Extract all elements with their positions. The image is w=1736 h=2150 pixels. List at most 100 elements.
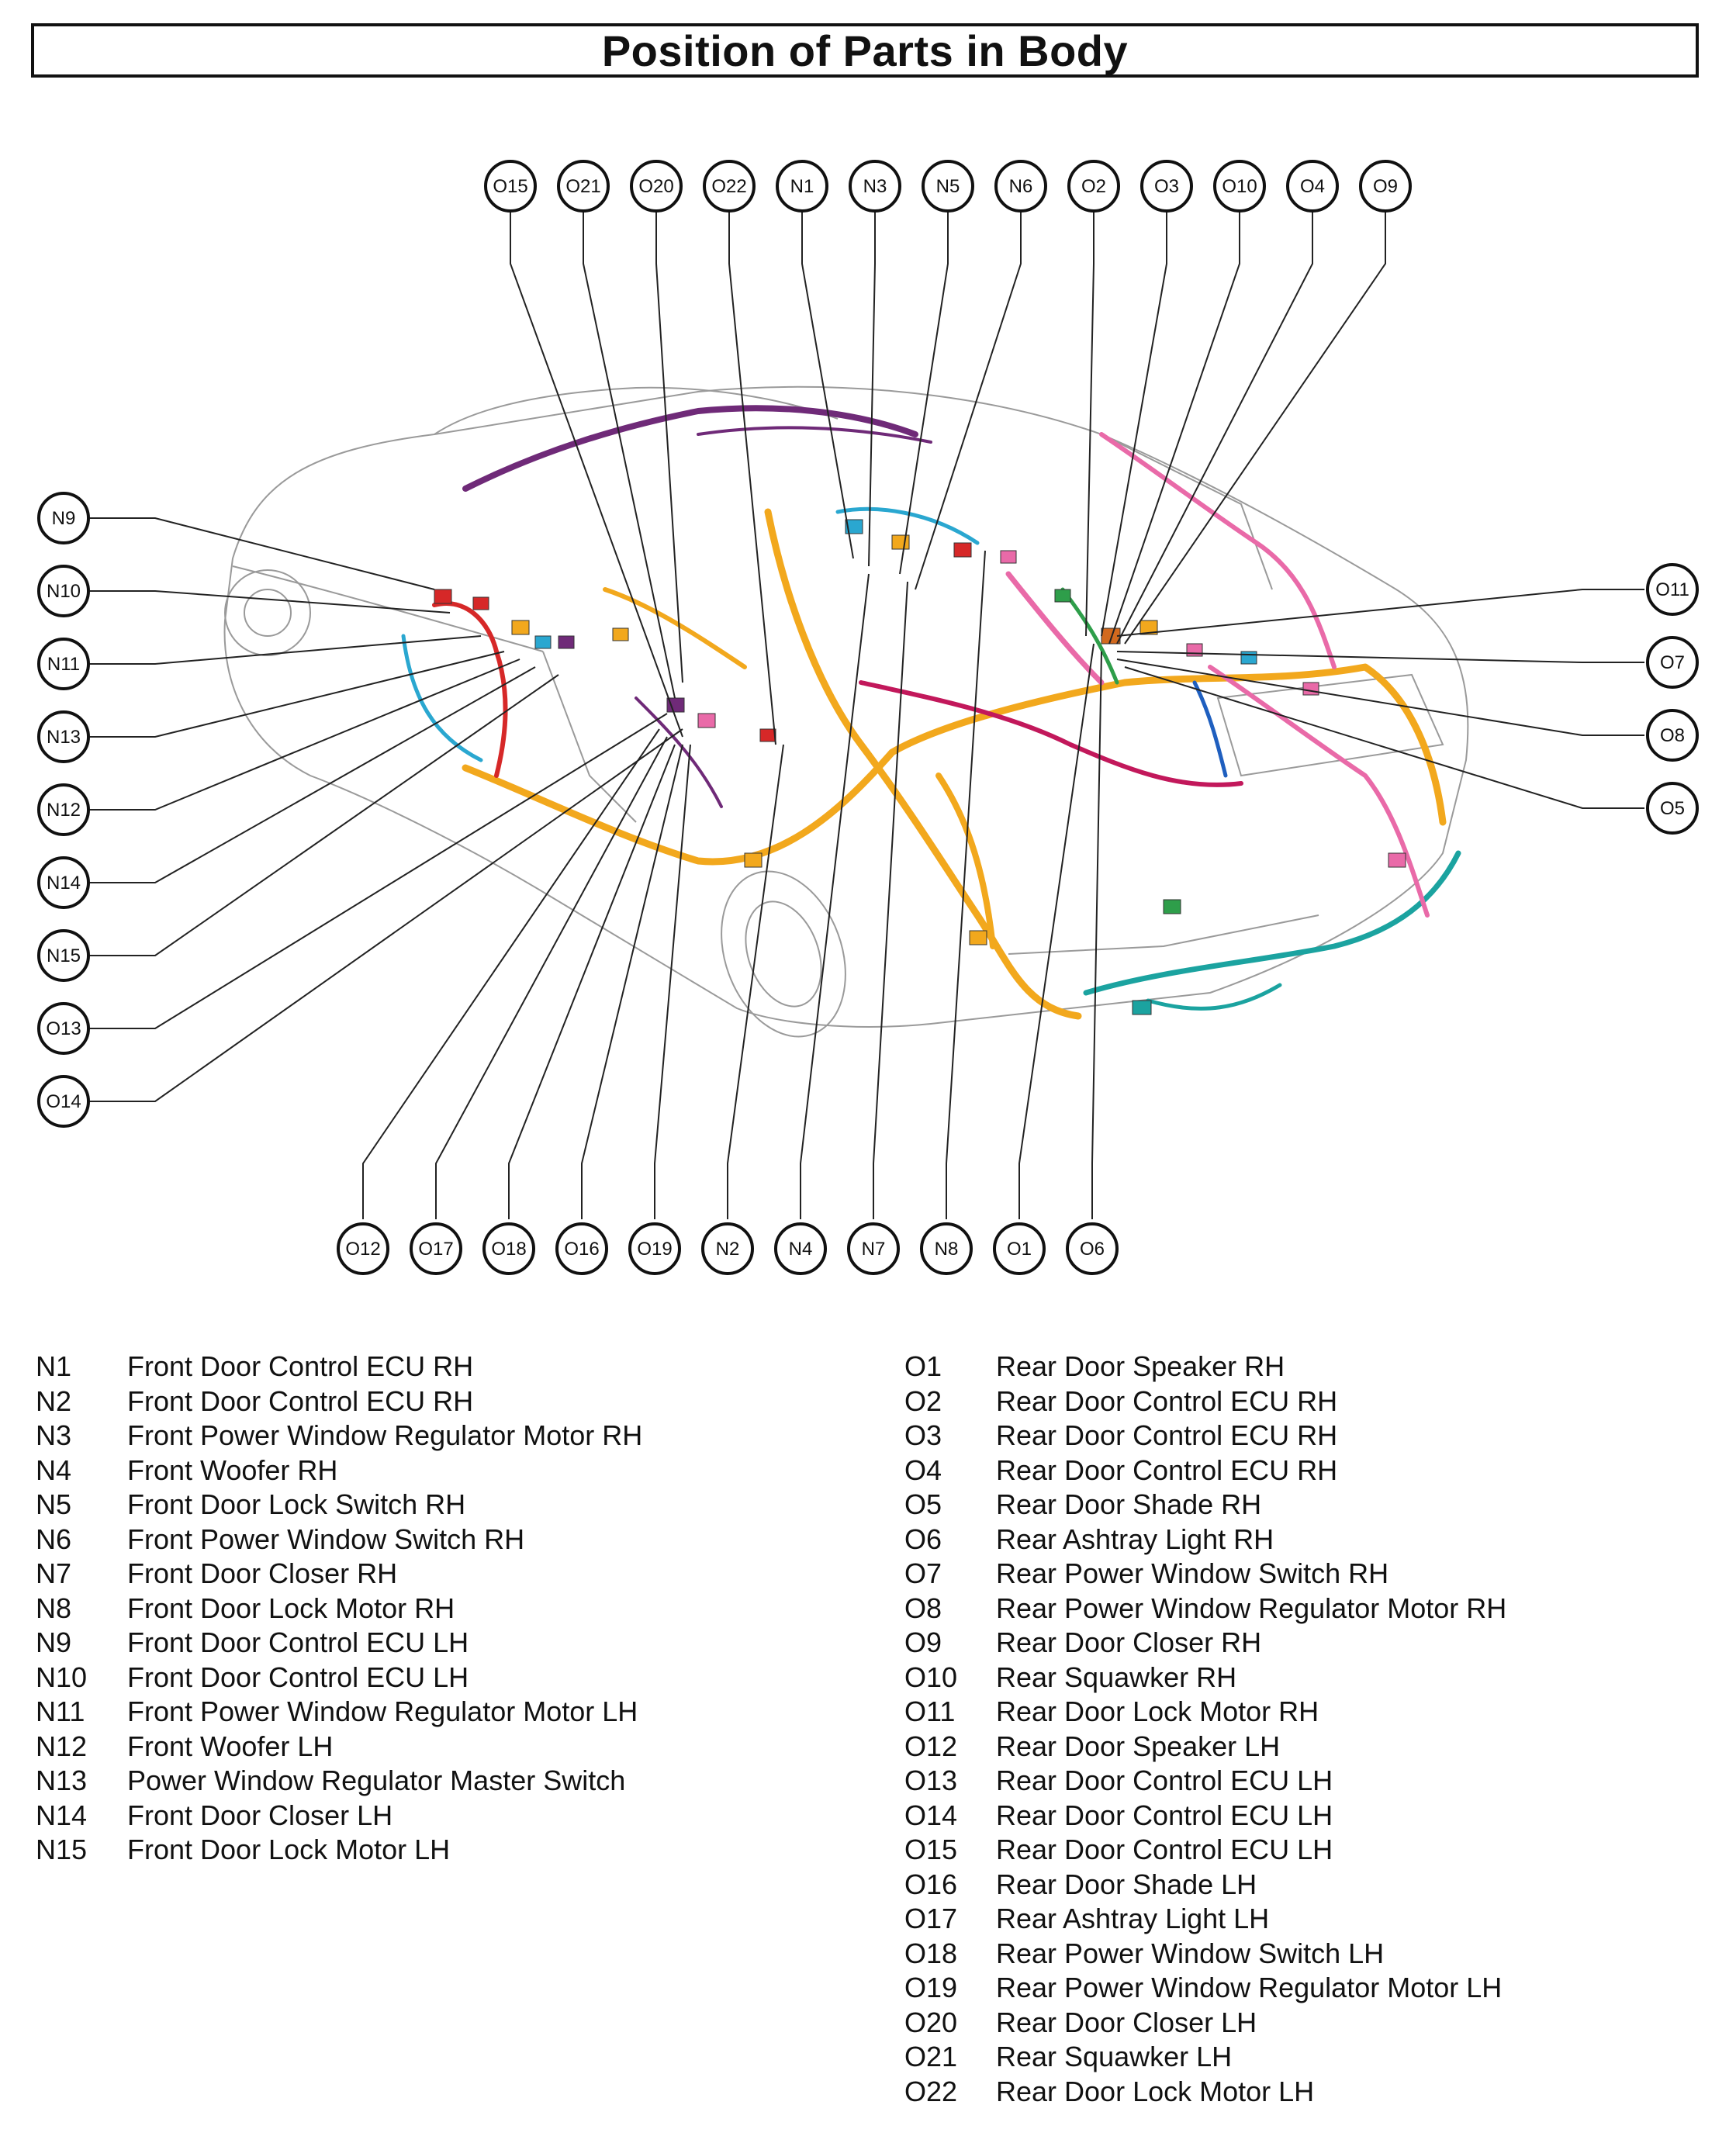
callout-n14: N14 [37,856,90,909]
callout-label: N6 [1009,176,1033,197]
callout-label: O22 [711,176,746,197]
callout-label: N12 [47,800,81,821]
callout-o3: O3 [1140,160,1193,213]
callout-o12: O12 [337,1222,389,1275]
callout-label: N8 [935,1239,959,1260]
callout-n15: N15 [37,929,90,982]
legend-label: Rear Door Control ECU LH [996,1765,1333,1796]
wiring-harnesses [401,405,1461,1020]
legend-label: Rear Power Window Regulator Motor LH [996,1972,1503,2003]
legend-code: O8 [904,1592,942,1624]
callout-label: O5 [1660,798,1685,819]
body-parts-diagram: O15 O21 O20 O22 N1 N3 N5 N6 O2 O3 O10 O4… [37,160,1699,1275]
callout-o11: O11 [1646,563,1699,616]
callout-label: O3 [1154,176,1179,197]
legend-code: N5 [36,1488,72,1520]
callout-label: O6 [1080,1239,1105,1260]
legend-label: Power Window Regulator Master Switch [127,1765,626,1796]
callout-label: O13 [46,1018,81,1039]
legend-code: O6 [904,1523,942,1555]
callout-o14: O14 [37,1075,90,1128]
callout-label: N11 [47,654,80,675]
legend-label: Front Door Control ECU RH [127,1384,474,1417]
legend-code: N6 [36,1523,72,1555]
legend-label: Rear Door Shade LH [996,1868,1257,1900]
callout-label: O16 [564,1239,599,1260]
legend-code: N7 [36,1557,72,1589]
callout-label: O17 [418,1239,453,1260]
legend-code: O5 [904,1488,942,1520]
callout-n4: N4 [774,1222,827,1275]
legend-code: O17 [904,1903,958,1934]
callout-n5: N5 [922,160,974,213]
legend-label: Rear Squawker LH [996,2041,1233,2072]
legend-code: N9 [36,1626,72,1658]
callout-label: N2 [716,1239,740,1260]
callout-o17: O17 [410,1222,462,1275]
callout-n1: N1 [776,160,828,213]
legend-label: Front Door Lock Motor RH [127,1592,455,1624]
callouts-bottom: O12 O17 O18 O16 O19 N2 N4 N7 N8 O1 O6 [337,1222,1119,1275]
legend-label: Front Door Closer LH [127,1799,393,1831]
legend-code: O16 [904,1868,958,1900]
callout-label: O8 [1660,725,1685,746]
legend-label: Rear Ashtray Light RH [996,1523,1274,1555]
connector-blocks [434,519,1406,1015]
legend-label: Rear Door Control ECU RH [996,1419,1338,1451]
callout-label: N15 [47,945,81,966]
callouts-left: N9 N10 N11 N13 N12 N14 N15 O13 O14 [37,492,90,1128]
callout-n7: N7 [847,1222,900,1275]
legend-code: N15 [36,1834,88,1865]
leader-lines [89,208,1644,1219]
legend-code: O15 [904,1834,958,1865]
legend-row: N8 Front Door Lock Motor RH [36,1592,642,1626]
legend-label: Rear Door Control ECU RH [996,1453,1338,1486]
legend-code: O10 [904,1661,958,1693]
callout-label: N13 [47,727,81,748]
callout-n8: N8 [920,1222,973,1275]
callout-o16: O16 [555,1222,608,1275]
legend-label: Rear Squawker RH [996,1661,1237,1693]
legend-code: N8 [36,1592,72,1624]
callout-label: O14 [46,1091,81,1112]
legend-code: O9 [904,1626,942,1658]
page-title: Position of Parts in Body [601,26,1129,75]
callout-o6: O6 [1066,1222,1119,1275]
callout-o1: O1 [993,1222,1046,1275]
callout-o18: O18 [482,1222,535,1275]
legend-row: O10 Rear Squawker RH [904,1661,1506,1695]
legend-code: O3 [904,1419,942,1451]
legend-row: O3 Rear Door Control ECU RH [904,1419,1506,1453]
legend-label: Front Door Control ECU LH [127,1626,469,1658]
callout-o13: O13 [37,1002,90,1055]
legend-code: N10 [36,1661,88,1693]
legend-label: Rear Door Control ECU LH [996,1799,1333,1831]
legend-code: N14 [36,1799,88,1831]
legend-label: Rear Power Window Switch LH [996,1937,1385,1969]
legend-label: Front Power Window Regulator Motor LH [127,1695,638,1727]
legend-label: Rear Door Closer LH [996,2006,1257,2038]
callout-label: O11 [1655,579,1689,600]
